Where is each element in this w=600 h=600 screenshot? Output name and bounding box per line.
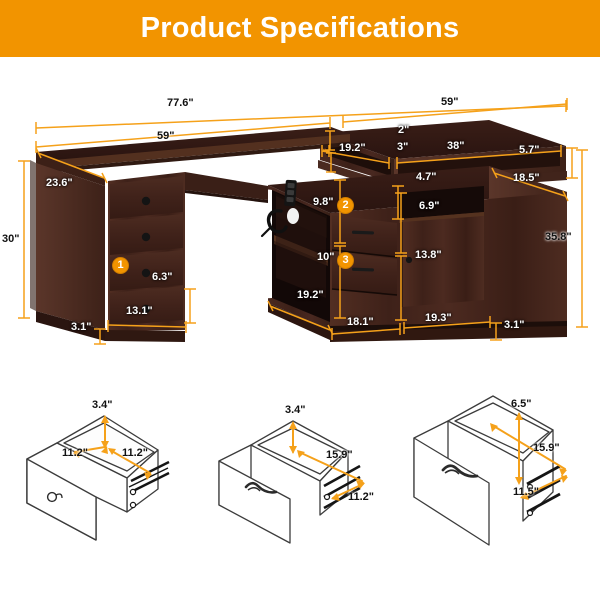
dim-drawer-stack-height: 6.3" [152, 271, 173, 283]
dim-drawer-lower-height: 13.8" [415, 249, 442, 261]
dim-d2-depth: 11.2" [348, 491, 375, 503]
dim-drawer-stack-width: 13.1" [126, 305, 153, 317]
dim-hutch-lower-gap: 3" [397, 141, 409, 153]
dim-cabinet-depth: 18.5" [513, 172, 540, 184]
dim-right-top-width: 59" [441, 96, 459, 108]
dim-d3-height: 6.5" [511, 398, 532, 410]
dim-hutch-left-opening: 19.2" [339, 142, 366, 154]
dim-cabinet-width: 19.3" [425, 312, 452, 324]
dim-open-shelf-lower: 10" [317, 251, 335, 263]
dim-left-top-width: 59" [157, 130, 175, 142]
dim-d1-height: 3.4" [92, 399, 113, 411]
dim-toe-kick-left: 3.1" [71, 321, 92, 333]
callout-badge-3[interactable]: 3 [337, 252, 354, 269]
dim-drawer-upper-height: 6.9" [419, 200, 440, 212]
dim-d1-depth: 11.2" [62, 447, 89, 459]
dim-d2-height: 3.4" [285, 404, 306, 416]
dim-toe-kick-right: 3.1" [504, 319, 525, 331]
dim-drawer-bank-width: 18.1" [347, 316, 374, 328]
header-banner: Product Specifications [0, 0, 600, 57]
dim-hutch-right-opening: 38" [447, 140, 465, 152]
dim-d2-width: 15.9" [326, 449, 353, 461]
dim-hutch-shelf-gap: 2" [398, 124, 410, 136]
dim-cubby-top-height: 4.7" [416, 171, 437, 183]
dim-d3-width: 15.9" [533, 442, 560, 454]
dim-total-height: 35.8" [545, 231, 572, 243]
dim-open-shelf-width: 19.2" [297, 289, 324, 301]
dim-d1-width: 11.2" [122, 447, 149, 459]
page-title: Product Specifications [140, 12, 460, 44]
dim-desk-depth: 23.6" [46, 177, 73, 189]
dim-desk-height: 30" [2, 233, 20, 245]
dim-d3-depth: 11.5" [513, 486, 540, 498]
dim-overall-width: 77.6" [167, 97, 194, 109]
callout-badge-1[interactable]: 1 [112, 257, 129, 274]
dim-open-shelf-upper: 9.8" [313, 196, 334, 208]
callout-badge-2[interactable]: 2 [337, 197, 354, 214]
dim-hutch-height: 5.7" [519, 144, 540, 156]
